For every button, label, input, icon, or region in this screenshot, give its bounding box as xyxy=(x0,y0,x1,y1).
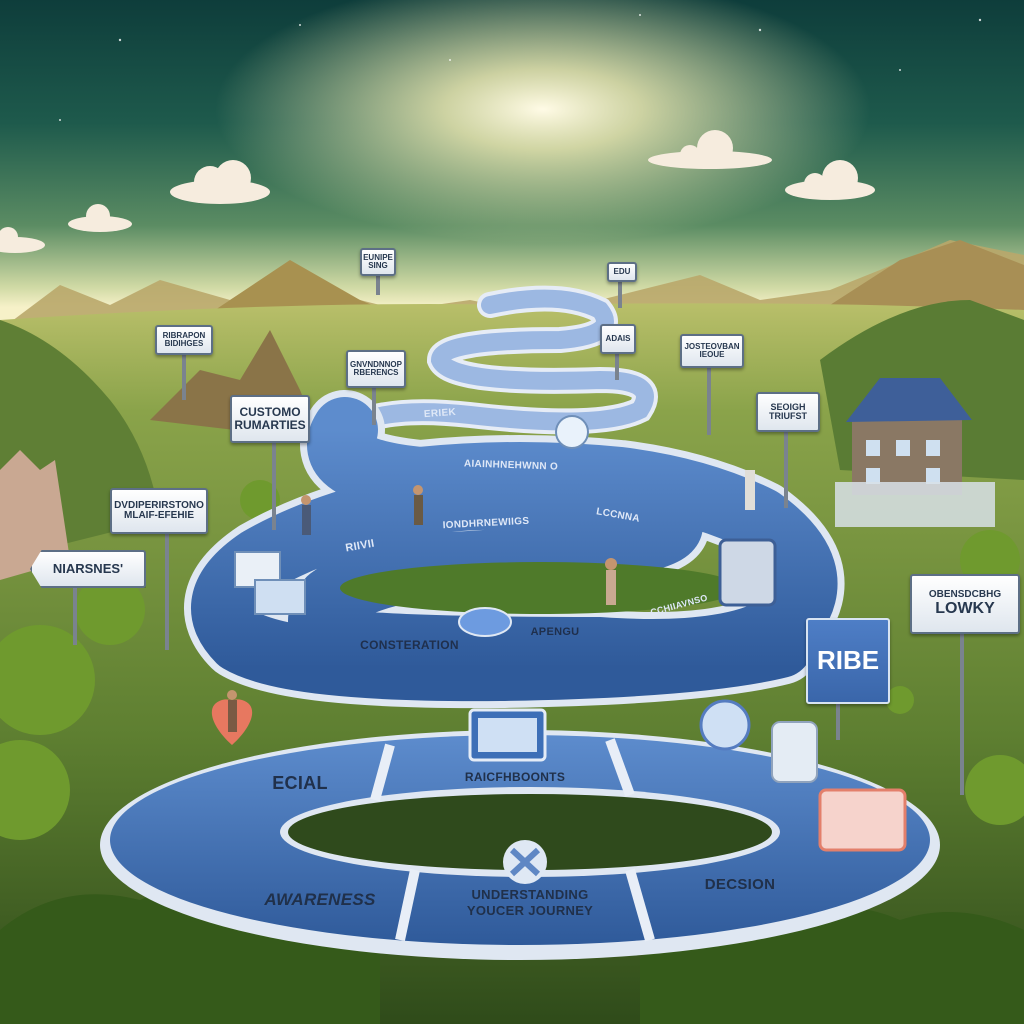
sign-post xyxy=(784,428,788,508)
sign-post xyxy=(618,278,622,308)
sign-post xyxy=(73,585,77,645)
sign-post xyxy=(615,350,619,380)
screen-icon xyxy=(468,708,547,762)
sign-edu: EDU xyxy=(607,262,637,282)
stars xyxy=(59,14,982,121)
sign-ribe: RIBE xyxy=(806,618,890,704)
road-infield xyxy=(340,562,740,614)
sign-post xyxy=(182,350,186,400)
road-label-ecial: ECIAL xyxy=(272,773,328,793)
people xyxy=(227,470,755,732)
sign-adais: ADAIS xyxy=(600,324,636,354)
sign-post xyxy=(836,700,840,740)
laptop-icon xyxy=(234,551,306,615)
database-icon xyxy=(771,721,818,783)
sign-post xyxy=(376,270,380,295)
cloud-icon xyxy=(458,607,512,637)
clouds xyxy=(0,130,875,253)
sign-post xyxy=(165,530,169,650)
left-rocks xyxy=(0,450,70,580)
camera-icon xyxy=(718,538,777,607)
track-infield xyxy=(288,794,772,870)
road-label-apengu: APENGU xyxy=(530,626,580,638)
sign-post xyxy=(272,440,276,530)
lamp-icon xyxy=(555,415,589,449)
road-label-understanding: UNDERSTANDING YOUCER JOURNEY xyxy=(466,887,594,918)
track-dividers xyxy=(370,738,655,942)
cross-icon xyxy=(503,840,547,884)
road-label-consteration: CONSTERATION xyxy=(360,638,459,652)
sign-post xyxy=(707,365,711,435)
sign-post xyxy=(960,630,964,795)
sign-post xyxy=(372,385,376,425)
road-label-decsion: DECSION xyxy=(704,876,776,893)
bushes xyxy=(0,480,1024,840)
house xyxy=(835,378,995,527)
globe-icon xyxy=(699,699,751,751)
road-label-raicfhboonts: RAICFHBOONTS xyxy=(464,770,566,784)
road-label-awareness: AWARENESS xyxy=(264,890,376,909)
sign-niarsnes: NIARSNES' xyxy=(30,550,146,588)
document-icon xyxy=(818,788,907,852)
